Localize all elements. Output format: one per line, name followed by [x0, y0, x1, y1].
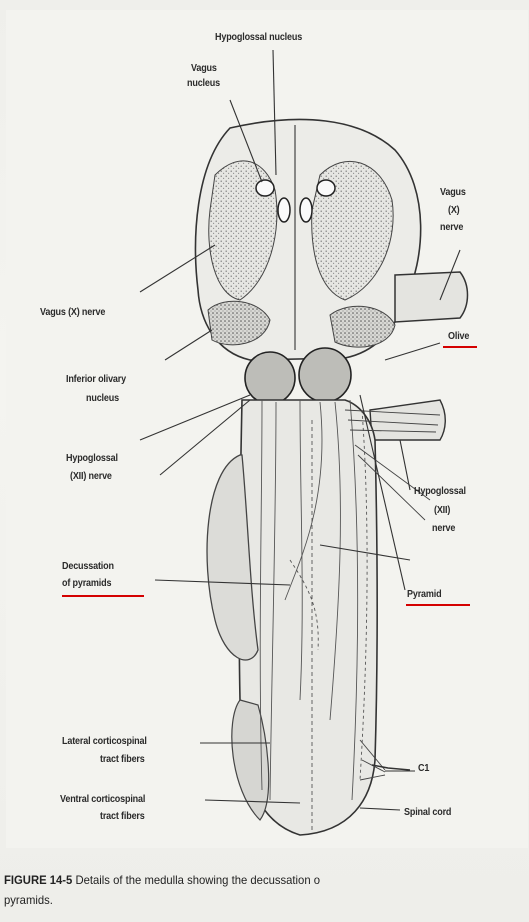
pyramid-underline — [406, 604, 470, 606]
label-lateral-cst-1: Lateral corticospinal — [62, 735, 147, 748]
label-spinal-cord: Spinal cord — [404, 806, 451, 819]
label-vagus-nerve-left: Vagus (X) nerve — [40, 306, 105, 319]
label-vagus-nucleus-1: Vagus — [191, 62, 217, 75]
figure-number: FIGURE 14-5 — [4, 873, 72, 887]
label-ventral-cst-2: tract fibers — [100, 810, 145, 823]
label-hypoglossal-nerve-right-3: nerve — [432, 522, 455, 535]
label-hypoglossal-nucleus: Hypoglossal nucleus — [215, 31, 302, 44]
caption-line1: Details of the medulla showing the decus… — [75, 873, 320, 887]
label-hypoglossal-nerve-right-1: Hypoglossal — [414, 485, 466, 498]
label-inferior-olivary-1: Inferior olivary — [66, 373, 126, 386]
vagus-nerve-stump — [395, 272, 468, 322]
hypoglossal-nerve-stump — [370, 400, 445, 440]
label-vagus-nerve-right-3: nerve — [440, 221, 463, 234]
label-hypoglossal-nerve-right-2: (XII) — [434, 504, 450, 517]
label-c1: C1 — [418, 762, 429, 775]
label-ventral-cst-1: Ventral corticospinal — [60, 793, 145, 806]
label-vagus-nerve-right-1: Vagus — [440, 186, 466, 199]
label-olive: Olive — [448, 330, 469, 343]
figure-caption: FIGURE 14-5 Details of the medulla showi… — [4, 870, 498, 910]
label-decussation-2: of pyramids — [62, 577, 111, 590]
label-hypoglossal-nerve-left-1: Hypoglossal — [66, 452, 118, 465]
label-decussation-1: Decussation — [62, 560, 114, 573]
caption-line2: pyramids. — [4, 893, 53, 907]
label-vagus-nerve-right-2: (X) — [448, 204, 460, 217]
label-inferior-olivary-2: nucleus — [86, 392, 119, 405]
decussation-underline — [62, 595, 144, 597]
c1-root — [372, 765, 410, 770]
label-hypoglossal-nerve-left-2: (XII) nerve — [70, 470, 112, 483]
label-lateral-cst-2: tract fibers — [100, 753, 145, 766]
olive-underline — [443, 346, 477, 348]
label-pyramid: Pyramid — [407, 588, 441, 601]
label-vagus-nucleus-2: nucleus — [187, 77, 220, 90]
